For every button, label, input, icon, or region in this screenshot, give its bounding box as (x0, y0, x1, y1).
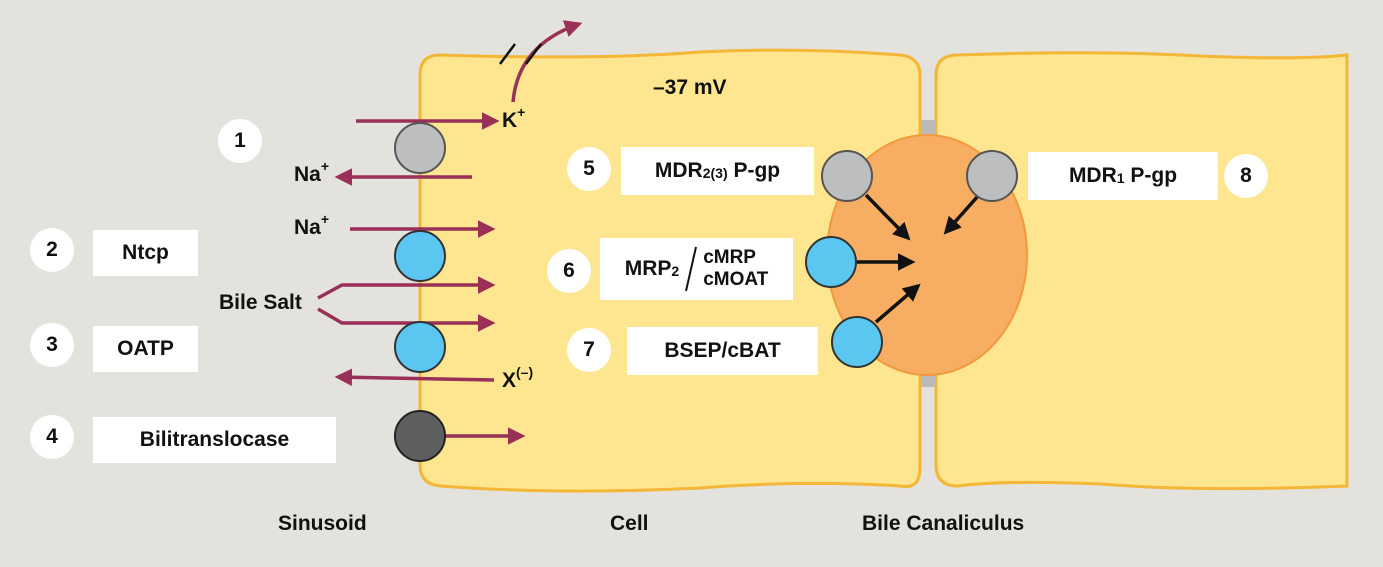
transporter-5-mdr23 (821, 150, 873, 202)
transporter-6-mrp2 (805, 236, 857, 288)
potassium-charge: + (517, 104, 526, 120)
potassium-symbol: K (502, 109, 518, 132)
mrp2-alias-stack: cMRP cMOAT (703, 247, 768, 291)
region-cell: Cell (610, 512, 649, 535)
x-anion-out-arrow (334, 368, 495, 387)
bile-salt-arrow-lower (317, 307, 496, 332)
sodium-out-symbol: Na (294, 163, 321, 186)
region-sinusoid: Sinusoid (278, 512, 367, 535)
mdr23-arrow (864, 193, 911, 241)
number-badge-4: 4 (30, 415, 74, 459)
transporter-8-mdr1 (966, 150, 1018, 202)
mdr1-subscript: 1 (1116, 170, 1125, 186)
k-channel-mark-1 (499, 43, 516, 65)
tight-junction-bottom (921, 373, 935, 387)
number-badge-6: 6 (547, 249, 591, 293)
alias-cmoat: cMOAT (703, 269, 769, 290)
sodium-out-label: Na+ (294, 158, 330, 187)
region-bile-canaliculus: Bile Canaliculus (862, 512, 1025, 535)
transporter-7-bsep (831, 316, 883, 368)
k-channel-mark-2 (525, 43, 542, 65)
number-badge-5: 5 (567, 147, 611, 191)
membrane-potential: –37 mV (653, 76, 727, 99)
slash-divider (685, 246, 698, 292)
potassium-label: K+ (502, 104, 526, 133)
transporter-1-na-k-atpase (394, 122, 446, 174)
label-box-bsep: BSEP/cBAT (627, 327, 818, 375)
anion-symbol: X (502, 369, 517, 392)
bile-salt-arrow-upper (317, 276, 496, 300)
mrp2-subscript: 2 (671, 263, 680, 279)
transporter-4-bilitranslocase (394, 410, 446, 462)
sodium-out-charge: + (320, 158, 330, 174)
transporter-2-ntcp (394, 230, 446, 282)
sodium-in-label: Na+ (294, 211, 330, 240)
tight-junction-top (921, 120, 935, 134)
number-badge-8: 8 (1224, 154, 1268, 198)
sodium-in-charge: + (320, 211, 330, 227)
number-badge-1: 1 (218, 119, 262, 163)
anion-charge: (–) (516, 364, 534, 380)
mdr1-arrow (943, 194, 980, 235)
bsep-arrow (874, 283, 921, 324)
anion-label: X(–) (502, 364, 534, 393)
transporter-3-oatp (394, 321, 446, 373)
mdr1-pgp: P-gp (1130, 164, 1178, 187)
label-box-bilitranslocase: Bilitranslocase (93, 417, 336, 463)
sodium-in-symbol: Na (294, 216, 321, 239)
mdr23-name: MDR (654, 159, 703, 182)
mrp2-name: MRP (624, 257, 672, 280)
number-badge-2: 2 (30, 228, 74, 272)
mdr23-subscript: 2(3) (702, 165, 728, 181)
bile-salt-label: Bile Salt (219, 291, 302, 314)
alias-cmrp: cMRP (703, 247, 756, 268)
mdr1-name: MDR (1068, 164, 1117, 187)
label-box-oatp: OATP (93, 326, 198, 372)
number-badge-3: 3 (30, 323, 74, 367)
label-box-ntcp: Ntcp (93, 230, 198, 276)
number-badge-7: 7 (567, 328, 611, 372)
mdr23-pgp: P-gp (733, 159, 781, 182)
